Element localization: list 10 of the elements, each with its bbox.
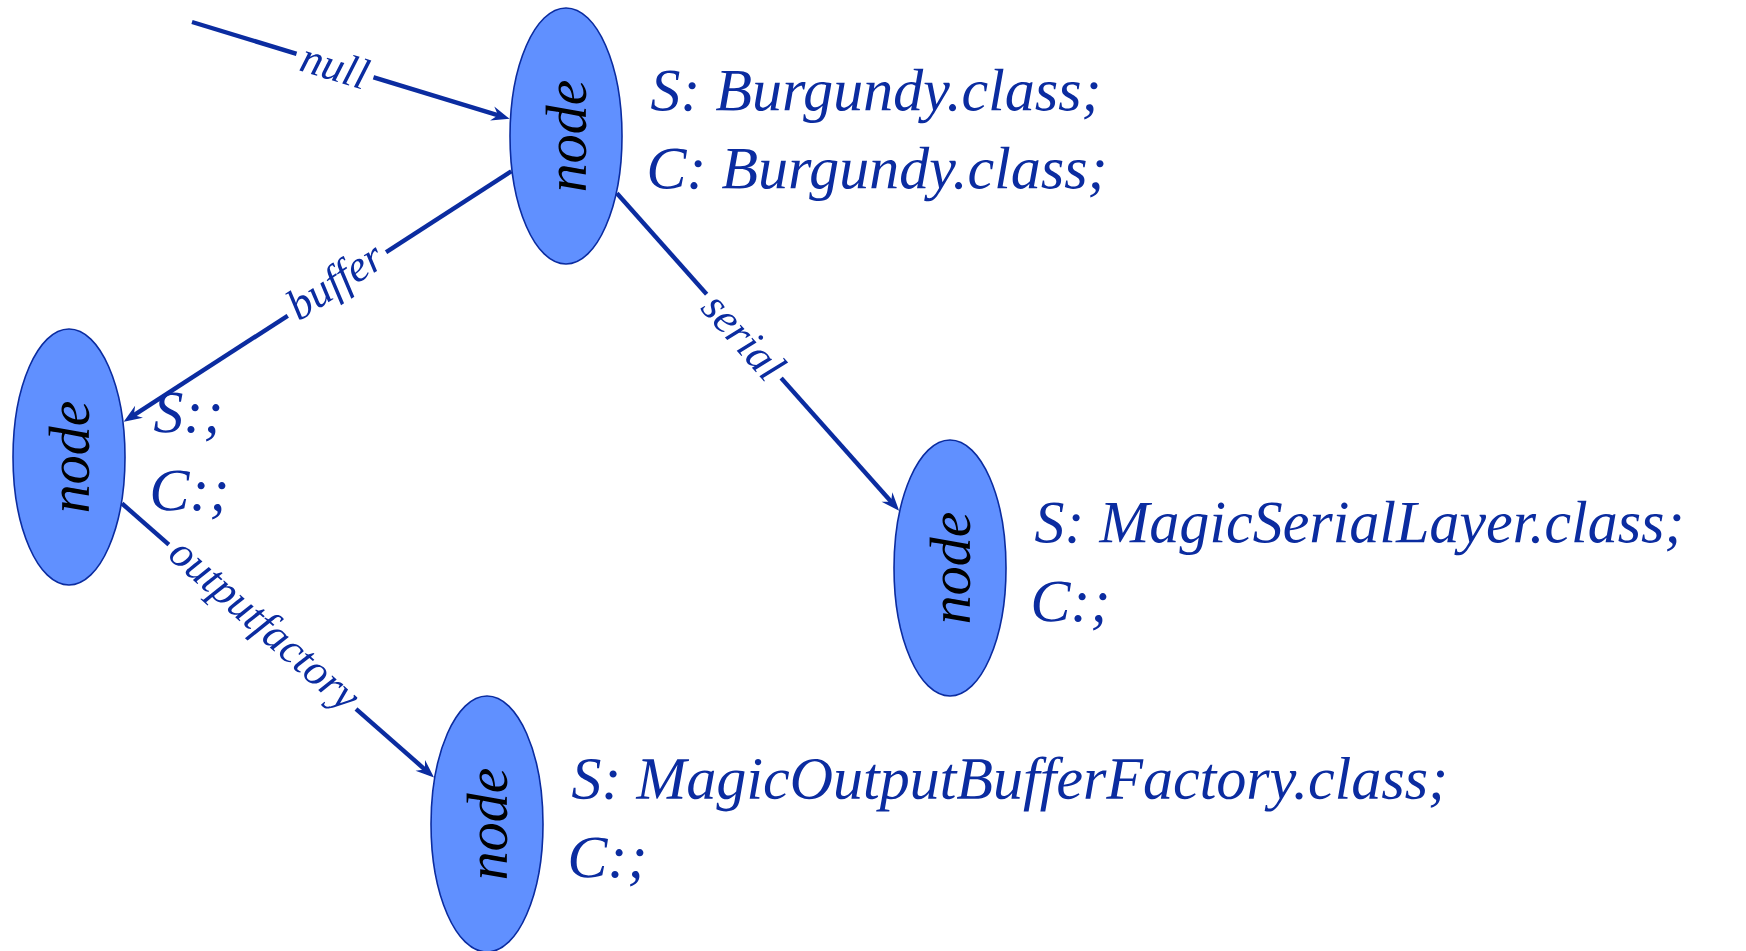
node-annotation: C:; — [1033, 581, 1107, 631]
node-annotation: S: MagicSerialLayer.class; — [1035, 500, 1681, 556]
node-annotation: S: MagicOutputBufferFactory.class; — [572, 756, 1444, 812]
node-annotation: C:; — [152, 470, 226, 520]
node-annotation: C:; — [570, 837, 644, 887]
node-annotation: S: Burgundy.class; — [651, 68, 1098, 124]
edge-label: buffer — [273, 230, 401, 338]
node-annotation: S:; — [154, 392, 220, 442]
edge-label: null — [290, 33, 380, 98]
node-annotation: C: Burgundy.class; — [649, 146, 1104, 202]
